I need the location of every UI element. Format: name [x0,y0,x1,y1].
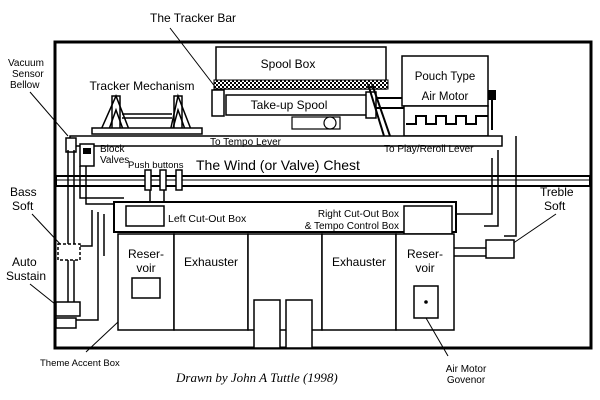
right-cutout-label-1: Right Cut-Out Box [318,209,399,220]
cutout-deck [113,201,457,233]
reservoir-left-label-2: voir [136,261,155,275]
push-buttons [144,169,183,191]
bass-soft-label-1: Bass [10,185,37,199]
reservoir-right-label-2: voir [415,261,434,275]
treble-soft-label-2: Soft [544,199,566,213]
tubing [67,136,517,321]
tracker-mechanism-label: Tracker Mechanism [90,79,195,93]
pouch-air-motor: Pouch Type Air Motor [401,55,496,137]
left-cutout-label: Left Cut-Out Box [168,213,247,225]
signature: Drawn by John A Tuttle (1998) [175,370,338,385]
treble-soft: Treble Soft [485,185,574,259]
push-buttons-label: Push buttons [128,160,184,171]
spool-drive-rods [291,83,404,137]
tempo-lever-label: To Tempo Lever [210,137,282,148]
vacuum-label-3: Bellow [10,80,40,91]
vacuum-label-2: Sensor [12,69,44,80]
spool-box-label: Spool Box [261,57,316,71]
reservoir-right-label-1: Reser- [407,247,443,261]
block-valves-label-2: Valves [100,155,129,166]
reservoir-left-label-1: Reser- [128,247,164,261]
theme-accent-box: Theme Accent Box [40,277,161,369]
governor-label-1: Air Motor [446,364,487,375]
left-cutout-box: Left Cut-Out Box [125,205,247,227]
tracker-mechanism: Tracker Mechanism [90,79,203,135]
bass-soft-label-2: Soft [12,199,34,213]
theme-accent-label: Theme Accent Box [40,358,120,369]
exhauster-right-label: Exhauster [332,255,386,269]
auto-sustain-label-1: Auto [12,255,37,269]
takeup-spool: Take-up Spool [211,89,377,119]
vacuum-label-1: Vacuum [8,58,44,69]
tracker-bar-pointer [169,27,217,89]
block-valves-label-1: Block [100,144,125,155]
spool-box: Spool Box [213,46,389,90]
wind-chest: The Wind (or Valve) Chest Push buttons [55,157,591,187]
cabinet-outline [53,40,593,350]
auto-sustain-label-2: Sustain [6,269,46,283]
exhauster-left-label: Exhauster [184,255,238,269]
wind-chest-label: The Wind (or Valve) Chest [196,157,360,173]
bass-soft: Bass Soft [10,185,81,261]
air-motor-governor: Air Motor Govenor [413,285,487,386]
vacuum-sensor-bellow: Vacuum Sensor Bellow [8,58,77,153]
pouch-motor-label-1: Pouch Type [415,71,476,83]
governor-label-2: Govenor [447,375,486,386]
bellows-compartments [117,233,455,331]
right-cutout-label-2: & Tempo Control Box [305,221,399,232]
block-valves: Block Valves [79,143,129,167]
pouch-motor-label-2: Air Motor [422,91,469,103]
right-cutout-box: Right Cut-Out Box & Tempo Control Box [305,205,453,242]
auto-sustain: Auto Sustain [6,255,81,329]
treble-soft-label-1: Treble [540,185,574,199]
play-reroll-label: To Play/Reroll Lever [384,144,474,155]
tracker-bar-label: The Tracker Bar [150,11,236,25]
pedals [253,299,313,349]
takeup-spool-label: Take-up Spool [251,98,328,112]
